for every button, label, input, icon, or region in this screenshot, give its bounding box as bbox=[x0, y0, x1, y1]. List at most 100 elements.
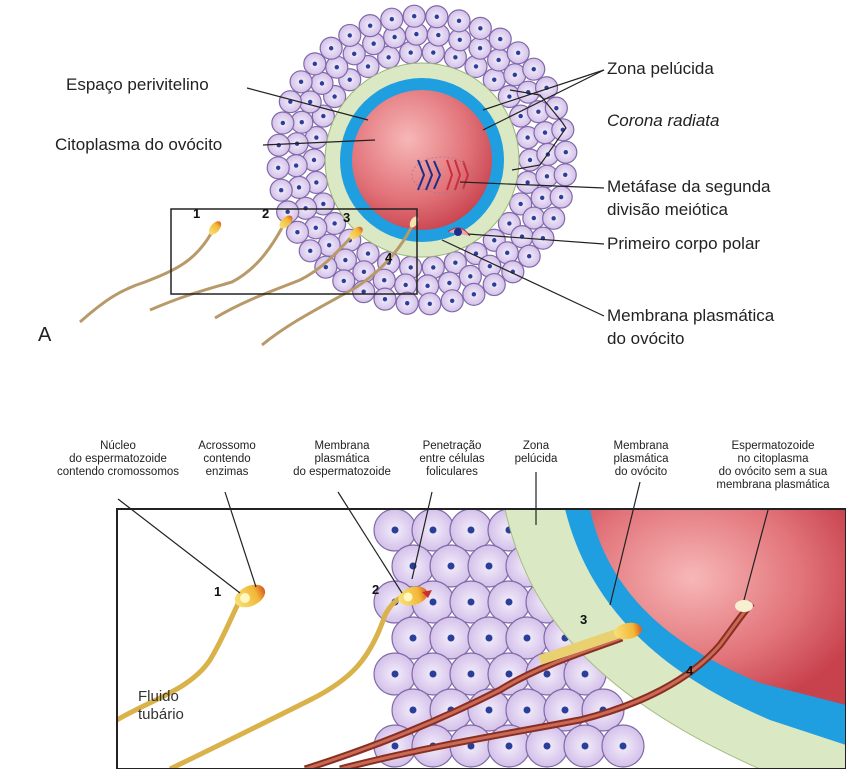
label-nucleo-line1: Núcleo bbox=[38, 440, 198, 453]
cell-nucleus bbox=[492, 78, 496, 82]
cell-nucleus bbox=[308, 100, 312, 104]
cell-nucleus bbox=[524, 635, 531, 642]
cell-nucleus bbox=[528, 158, 532, 162]
cell-nucleus bbox=[314, 135, 318, 139]
cell-nucleus bbox=[458, 38, 462, 42]
cell-nucleus bbox=[313, 62, 317, 66]
label-membrana-espermatozoide: Membrana plasmática do espermatozoide bbox=[282, 440, 402, 479]
cell-nucleus bbox=[525, 135, 529, 139]
cell-nucleus bbox=[409, 265, 413, 269]
cell-nucleus bbox=[457, 19, 461, 23]
label-nucleo-line3: contendo cromossomos bbox=[38, 466, 198, 479]
cell-nucleus bbox=[468, 527, 475, 534]
cell-nucleus bbox=[532, 67, 536, 71]
sperm-number-2-a: 2 bbox=[262, 206, 269, 221]
cell-nucleus bbox=[320, 81, 324, 85]
cell-nucleus bbox=[414, 32, 418, 36]
label-nucleo-line2: do espermatozoide bbox=[38, 453, 198, 466]
label-metafase-line1: Metáfase da segunda bbox=[607, 176, 771, 197]
label-espermatozoide-citoplasma: Espermatozoide no citoplasma do ovócito … bbox=[702, 440, 844, 492]
cell-nucleus bbox=[513, 73, 517, 77]
cell-nucleus bbox=[516, 51, 520, 55]
label-primeiro-corpo-polar: Primeiro corpo polar bbox=[607, 233, 760, 254]
cell-nucleus bbox=[321, 202, 325, 206]
label-nucleo: Núcleo do espermatozoide contendo cromos… bbox=[38, 440, 198, 479]
label-membrana-ovocito-line3: do ovócito bbox=[596, 466, 686, 479]
cell-nucleus bbox=[392, 671, 399, 678]
cell-nucleus bbox=[410, 707, 417, 714]
cell-nucleus bbox=[285, 210, 289, 214]
cell-nucleus bbox=[486, 707, 493, 714]
label-fluido: Fluido bbox=[138, 688, 184, 706]
label-membrana-esperm-line2: plasmática bbox=[282, 453, 402, 466]
cell-nucleus bbox=[321, 114, 325, 118]
sperm-number-4-a: 4 bbox=[385, 250, 392, 265]
cell-nucleus bbox=[335, 65, 339, 69]
sperm-number-2-b: 2 bbox=[372, 582, 379, 597]
cell-nucleus bbox=[498, 37, 502, 41]
cell-nucleus bbox=[386, 55, 390, 59]
cell-nucleus bbox=[562, 707, 569, 714]
cell-nucleus bbox=[486, 635, 493, 642]
cell-nucleus bbox=[412, 14, 416, 18]
cell-nucleus bbox=[543, 130, 547, 134]
cell-nucleus bbox=[507, 94, 511, 98]
cell-nucleus bbox=[382, 278, 386, 282]
sperm-1-a bbox=[80, 219, 224, 322]
label-membrana-esperm-line3: do espermatozoide bbox=[282, 466, 402, 479]
panel-b bbox=[117, 472, 846, 769]
cell-nucleus bbox=[620, 743, 627, 750]
cell-nucleus bbox=[447, 281, 451, 285]
cell-nucleus bbox=[312, 158, 316, 162]
cell-nucleus bbox=[540, 196, 544, 200]
label-citoplasma-ovocito: Citoplasma do ovócito bbox=[55, 134, 222, 155]
cell-nucleus bbox=[366, 251, 370, 255]
cell-nucleus bbox=[474, 64, 478, 68]
cell-nucleus bbox=[518, 114, 522, 118]
cell-nucleus bbox=[472, 292, 476, 296]
label-acrossomo: Acrossomo contendo enzimas bbox=[182, 440, 272, 479]
cell-nucleus bbox=[544, 671, 551, 678]
cell-nucleus bbox=[544, 743, 551, 750]
cell-nucleus bbox=[532, 216, 536, 220]
cell-nucleus bbox=[506, 599, 513, 606]
label-metafase-line2: divisão meiótica bbox=[607, 199, 728, 220]
cell-nucleus bbox=[342, 279, 346, 283]
cell-nucleus bbox=[281, 121, 285, 125]
label-acrossomo-line2: contendo bbox=[182, 453, 272, 466]
cell-nucleus bbox=[488, 264, 492, 268]
label-penetracao: Penetração entre células foliculares bbox=[400, 440, 504, 479]
cell-nucleus bbox=[383, 297, 387, 301]
label-acrossomo-line1: Acrossomo bbox=[182, 440, 272, 453]
label-penetracao-line1: Penetração bbox=[400, 440, 504, 453]
cell-nucleus bbox=[518, 202, 522, 206]
cell-nucleus bbox=[279, 188, 283, 192]
label-penetracao-line3: foliculares bbox=[400, 466, 504, 479]
label-membrana-ovocito-line2: plasmática bbox=[596, 453, 686, 466]
cell-nucleus bbox=[505, 251, 509, 255]
cell-nucleus bbox=[435, 15, 439, 19]
cell-nucleus bbox=[582, 743, 589, 750]
cell-nucleus bbox=[366, 64, 370, 68]
cell-nucleus bbox=[332, 94, 336, 98]
cell-nucleus bbox=[405, 301, 409, 305]
cell-nucleus bbox=[527, 254, 531, 258]
sperm-number-4-b: 4 bbox=[686, 663, 693, 678]
cell-nucleus bbox=[410, 635, 417, 642]
cell-nucleus bbox=[536, 109, 540, 113]
cell-nucleus bbox=[430, 671, 437, 678]
sperm-number-3-a: 3 bbox=[343, 210, 350, 225]
cell-nucleus bbox=[486, 563, 493, 570]
cell-nucleus bbox=[525, 180, 529, 184]
label-membrana-ovocito: Membrana plasmática do ovócito bbox=[596, 440, 686, 479]
cell-nucleus bbox=[343, 258, 347, 262]
cell-nucleus bbox=[492, 238, 496, 242]
cell-nucleus bbox=[496, 58, 500, 62]
cell-nucleus bbox=[545, 174, 549, 178]
cell-nucleus bbox=[507, 221, 511, 225]
cell-nucleus bbox=[468, 671, 475, 678]
label-acrossomo-line3: enzimas bbox=[182, 466, 272, 479]
cell-nucleus bbox=[448, 635, 455, 642]
label-penetracao-line2: entre células bbox=[400, 453, 504, 466]
cell-nucleus bbox=[554, 106, 558, 110]
